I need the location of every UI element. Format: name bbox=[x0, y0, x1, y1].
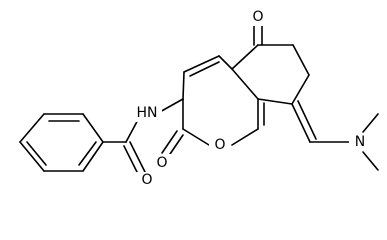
atom-labels: O HN O O O N bbox=[132, 8, 371, 190]
structure-drawing: O HN O O O N bbox=[19, 8, 379, 190]
bond bbox=[182, 128, 210, 146]
bond bbox=[167, 134, 184, 158]
bond bbox=[189, 61, 220, 77]
bond bbox=[157, 98, 184, 114]
bond bbox=[161, 130, 178, 154]
bond bbox=[183, 55, 220, 73]
bond bbox=[129, 141, 146, 173]
bond bbox=[19, 113, 45, 143]
bond bbox=[231, 44, 259, 70]
bond bbox=[362, 151, 379, 171]
lactone-oxygen-label: O bbox=[156, 155, 167, 171]
bond bbox=[231, 128, 259, 146]
enamine-group bbox=[291, 100, 379, 171]
amine-nitrogen-label: N bbox=[355, 134, 365, 150]
bond bbox=[292, 44, 310, 76]
bond bbox=[82, 113, 104, 143]
molecule-diagram: O HN O O O N bbox=[19, 8, 379, 190]
bond bbox=[218, 55, 233, 70]
cyclohexenone-ring bbox=[231, 24, 310, 105]
bond bbox=[82, 141, 104, 172]
benzene-ring bbox=[19, 113, 104, 172]
amide-nitrogen-label: HN bbox=[137, 105, 158, 121]
bond bbox=[297, 100, 317, 140]
ring-oxygen-label: O bbox=[214, 137, 225, 153]
bond bbox=[78, 141, 97, 166]
ketone-oxygen-label: O bbox=[252, 9, 263, 25]
amide-oxygen-label: O bbox=[141, 172, 152, 188]
bond bbox=[362, 113, 379, 133]
bond bbox=[182, 71, 185, 100]
bond bbox=[123, 145, 140, 177]
bond bbox=[19, 141, 45, 172]
bond bbox=[26, 141, 47, 166]
bond bbox=[231, 68, 259, 100]
bond bbox=[257, 98, 293, 105]
bond bbox=[291, 74, 310, 105]
amide-group bbox=[102, 98, 184, 177]
pyranone-ring bbox=[161, 55, 265, 158]
bond bbox=[291, 103, 311, 143]
